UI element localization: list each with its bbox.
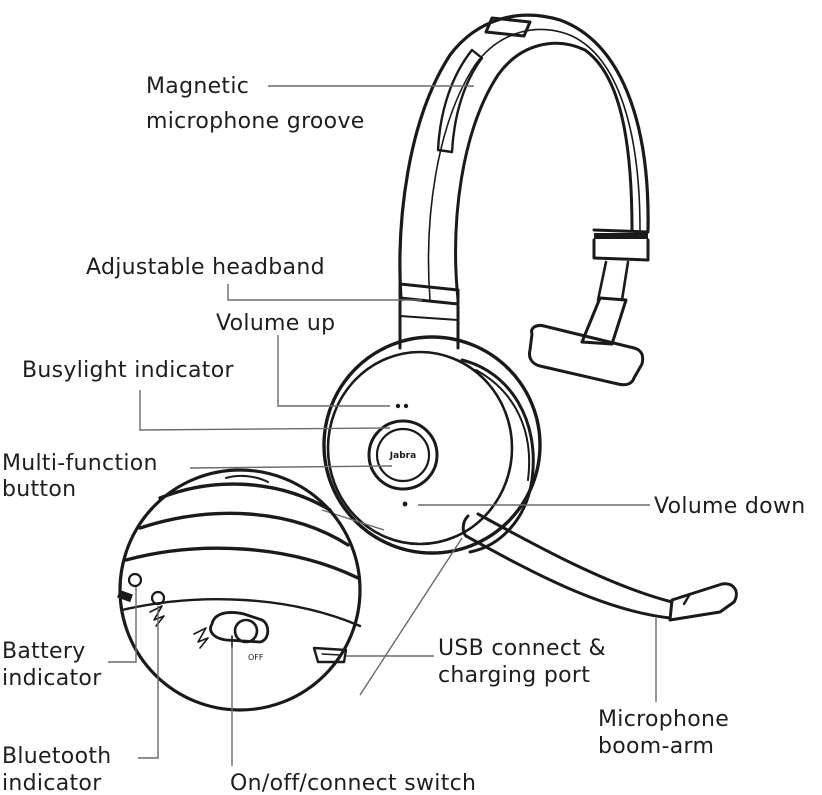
microphone-boom-arm[interactable] xyxy=(461,512,738,622)
ear-cup xyxy=(322,335,542,555)
label-multi-function-line1: Multi-function xyxy=(2,451,158,476)
label-volume-down: Volume down xyxy=(654,494,805,519)
label-microphone-boom-line1: Microphone xyxy=(598,707,729,732)
label-volume-up: Volume up xyxy=(216,311,335,336)
leader-lines xyxy=(108,85,657,766)
headband-foot xyxy=(528,228,650,387)
label-magnetic-groove-line2: microphone groove xyxy=(146,109,365,134)
label-adjustable-headband: Adjustable headband xyxy=(86,255,325,280)
label-busylight-indicator: Busylight indicator xyxy=(22,358,234,383)
switch-bluetooth-icon xyxy=(193,627,209,649)
callout-labels: Magnetic microphone groove Adjustable he… xyxy=(2,74,805,795)
usb-port-icon[interactable] xyxy=(312,646,348,664)
zoom-detail: OFF xyxy=(117,468,463,712)
battery-icon xyxy=(117,589,133,603)
volume-up-button[interactable] xyxy=(395,403,409,409)
label-multi-function-line2: button xyxy=(2,477,76,502)
switch-off-label: OFF xyxy=(248,653,264,662)
brand-logo: Jabra xyxy=(389,451,416,461)
headband xyxy=(398,13,650,302)
bluetooth-indicator-light xyxy=(150,590,166,606)
volume-down-button[interactable] xyxy=(402,501,408,507)
label-bluetooth-indicator-line1: Bluetooth xyxy=(2,744,112,769)
label-magnetic-groove-line1: Magnetic xyxy=(146,74,249,99)
label-usb-port-line2: charging port xyxy=(438,663,590,688)
label-onoff-switch: On/off/connect switch xyxy=(230,771,476,795)
magnetic-groove xyxy=(436,48,484,154)
label-bluetooth-indicator-line2: indicator xyxy=(2,771,102,795)
bluetooth-icon xyxy=(149,605,165,627)
battery-indicator-light xyxy=(127,572,143,588)
label-battery-indicator-line1: Battery xyxy=(2,639,86,664)
multi-function-button[interactable]: Jabra xyxy=(367,419,439,491)
onoff-connect-switch[interactable]: OFF xyxy=(193,611,270,662)
label-microphone-boom-line2: boom-arm xyxy=(598,734,714,759)
label-usb-port-line1: USB connect & xyxy=(438,636,606,661)
label-battery-indicator-line2: indicator xyxy=(2,666,102,691)
